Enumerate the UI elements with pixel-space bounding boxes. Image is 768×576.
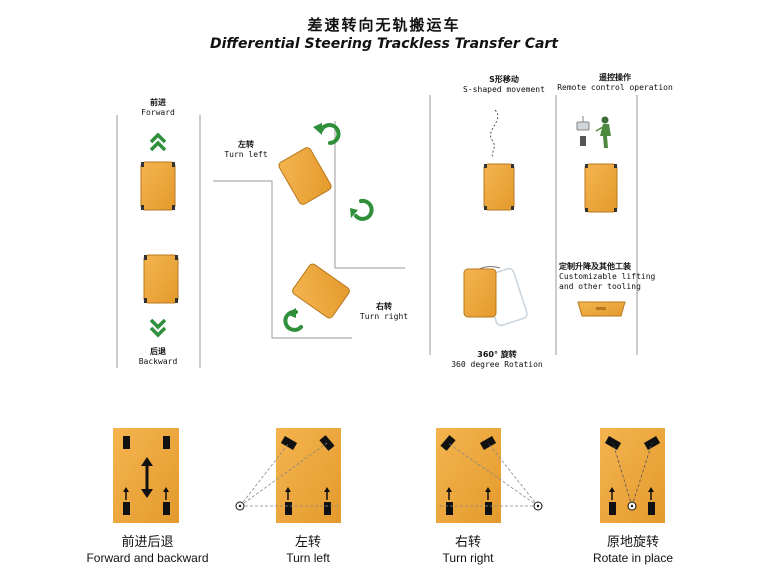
label-backward-en: Backward bbox=[138, 357, 178, 366]
chevron-up-icon bbox=[149, 132, 167, 152]
turn-corridor-outer bbox=[213, 180, 352, 339]
label-forward: 前进 Forward bbox=[130, 98, 186, 118]
label-backward-cn: 后退 bbox=[150, 347, 166, 356]
cart-s-shaped bbox=[483, 163, 515, 211]
label-s-shaped-cn: S形移动 bbox=[489, 75, 519, 84]
curved-arrow-icon bbox=[319, 123, 341, 145]
caption-turn-right-cn: 右转 bbox=[454, 535, 481, 550]
diagram-rotate-in-place bbox=[600, 428, 665, 523]
caption-rotate-in-place: 原地旋转 Rotate in place bbox=[578, 535, 688, 566]
label-forward-cn: 前进 bbox=[150, 98, 166, 107]
label-custom-tooling: 定制升降及其他工装 Customizable lifting and other… bbox=[559, 262, 667, 292]
curved-arrow-icon bbox=[350, 208, 358, 218]
label-turn-right-cn: 右转 bbox=[376, 302, 392, 311]
label-custom-en2: and other tooling bbox=[559, 282, 641, 291]
label-forward-en: Forward bbox=[141, 108, 175, 117]
curved-arrow-icon bbox=[313, 123, 322, 135]
cart-rotation bbox=[463, 268, 497, 318]
caption-turn-left-en: Turn left bbox=[286, 551, 330, 565]
caption-forward-backward-en: Forward and backward bbox=[86, 551, 209, 565]
cart-turn-left bbox=[278, 147, 332, 205]
cart-forward bbox=[140, 161, 176, 211]
label-turn-left: 左转 Turn left bbox=[216, 140, 276, 160]
cart-remote bbox=[584, 163, 618, 213]
title-english: Differential Steering Trackless Transfer… bbox=[209, 36, 559, 52]
caption-turn-right: 右转 Turn right bbox=[418, 535, 518, 566]
cart-custom-tooling bbox=[577, 301, 626, 317]
label-turn-left-en: Turn left bbox=[224, 150, 268, 159]
diagram-turn-left bbox=[235, 428, 341, 523]
curved-arrow-icon bbox=[354, 198, 374, 221]
diagram-forward-backward bbox=[113, 428, 179, 523]
label-rotation: 360° 旋转 360 degree Rotation bbox=[446, 350, 548, 370]
label-remote-en: Remote control operation bbox=[557, 83, 673, 92]
title-chinese: 差速转向无轨搬运车 bbox=[307, 16, 461, 34]
turn-corridor-inner bbox=[334, 121, 405, 269]
s-path-dotted bbox=[490, 109, 499, 159]
label-custom-en1: Customizable lifting bbox=[559, 272, 656, 281]
caption-turn-right-en: Turn right bbox=[442, 551, 494, 565]
cart-backward bbox=[143, 254, 179, 304]
caption-turn-left-cn: 左转 bbox=[294, 535, 321, 550]
label-turn-right: 右转 Turn right bbox=[354, 302, 414, 322]
label-rotation-cn: 360° 旋转 bbox=[477, 350, 517, 359]
label-turn-right-en: Turn right bbox=[359, 312, 409, 321]
caption-forward-backward: 前进后退 Forward and backward bbox=[70, 535, 225, 566]
label-turn-left-cn: 左转 bbox=[238, 140, 254, 149]
double-arrow-icon bbox=[141, 457, 153, 498]
chevron-down-icon bbox=[149, 318, 167, 338]
curved-arrow-icon bbox=[286, 308, 296, 318]
caption-rotate-cn: 原地旋转 bbox=[606, 535, 659, 550]
label-remote-cn: 遥控操作 bbox=[599, 73, 631, 82]
remote-operator-icon bbox=[576, 116, 611, 148]
diagram-turn-right bbox=[436, 428, 543, 523]
caption-rotate-en: Rotate in place bbox=[592, 551, 674, 565]
label-remote: 遥控操作 Remote control operation bbox=[557, 73, 673, 93]
caption-turn-left: 左转 Turn left bbox=[258, 535, 358, 566]
cart-turn-right bbox=[292, 263, 350, 319]
label-s-shaped-en: S-shaped movement bbox=[463, 85, 545, 94]
label-s-shaped: S形移动 S-shaped movement bbox=[455, 75, 553, 95]
caption-forward-backward-cn: 前进后退 bbox=[121, 535, 174, 550]
label-custom-cn: 定制升降及其他工装 bbox=[559, 262, 631, 271]
label-rotation-en: 360 degree Rotation bbox=[451, 360, 543, 369]
label-backward: 后退 Backward bbox=[130, 347, 186, 367]
